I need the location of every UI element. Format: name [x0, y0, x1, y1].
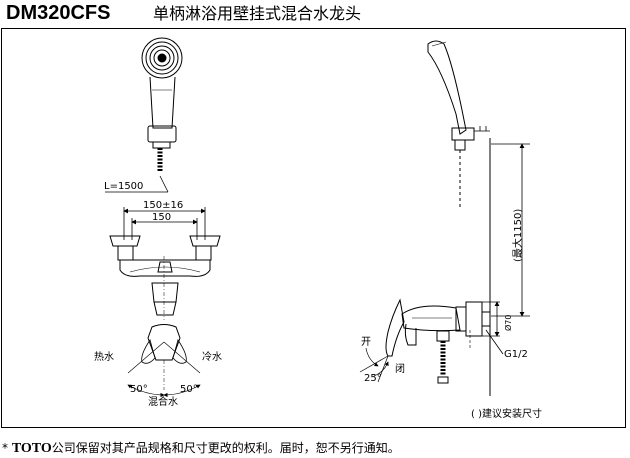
lever-angle-dimension [359, 347, 389, 383]
mixed-water-label: 混合水 [148, 395, 178, 408]
angle-right-label: 50° [180, 384, 198, 395]
product-name: 单柄淋浴用壁挂式混合水龙头 [153, 4, 362, 23]
thread-label: G1/2 [504, 349, 528, 360]
hose-length-annotation: L=1500 [104, 175, 169, 193]
diameter-dimension [482, 301, 504, 355]
cold-water-label: 冷水 [202, 350, 222, 363]
front-mixer-body [109, 235, 221, 320]
footer-asterisk: * [2, 441, 8, 455]
dim-outer-label: 150±16 [143, 200, 183, 211]
drawing-frame [1, 28, 626, 428]
hot-water-label: 热水 [94, 350, 114, 363]
side-hose [436, 330, 450, 384]
max-height-label: (最大1150) [511, 209, 524, 262]
open-label: 开 [361, 337, 371, 348]
dim-inner-label: 150 [152, 212, 171, 223]
hose-length-label: L=1500 [104, 181, 143, 192]
footer-notice: * TOTO公司保留对其产品规格和尺寸更改的权利。届时，恕不另行通知。 [2, 440, 400, 457]
diameter-label: Ø70 [503, 315, 513, 331]
footer-text: 公司保留对其产品规格和尺寸更改的权利。届时，恕不另行通知。 [51, 441, 400, 455]
side-mixer-body [385, 298, 491, 357]
max-height-dimension [491, 143, 530, 317]
front-hand-shower [141, 37, 183, 172]
front-lever-handle [127, 324, 201, 398]
close-label: 闭 [395, 362, 405, 375]
angle-left-label: 50° [130, 384, 148, 395]
brand-name: TOTO [11, 441, 52, 456]
title-bar: DM320CFS 单柄淋浴用壁挂式混合水龙头 [2, 0, 628, 28]
side-hand-shower [427, 40, 490, 210]
installation-note: ( )建议安装尺寸 [471, 407, 542, 420]
front-width-dimensions [123, 207, 206, 240]
model-number: DM320CFS [6, 2, 111, 24]
lever-angle-label: 25° [364, 373, 382, 384]
